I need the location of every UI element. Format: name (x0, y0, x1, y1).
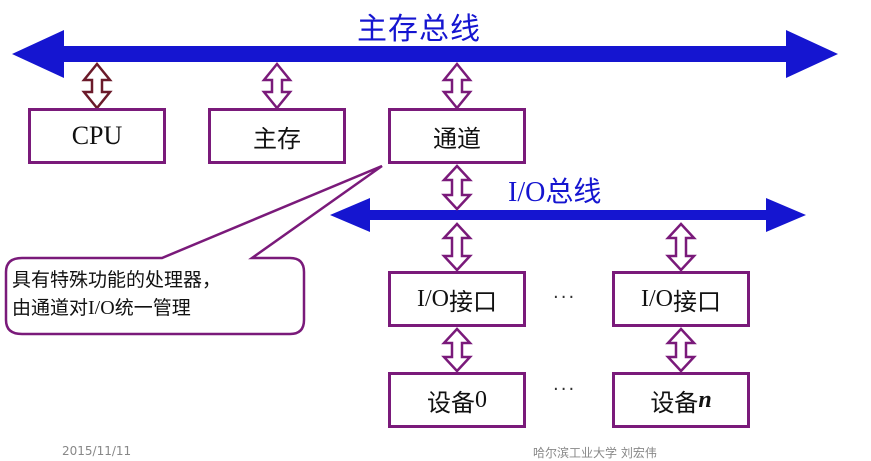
callout-bubble (4, 164, 383, 336)
footer-organization: 哈尔滨工业大学 刘宏伟 (533, 446, 657, 460)
callout-text: 具有特殊功能的处理器， 由通道对I/O统一管理 (12, 266, 297, 322)
callout-line-2-latin: I/O (88, 297, 115, 319)
channel-mainbus-connector (441, 62, 473, 110)
device-ellipsis: ··· (553, 379, 577, 400)
cpu-box: CPU (28, 108, 166, 164)
memory-bus-connector (261, 62, 293, 110)
callout-line-1: 具有特殊功能的处理器， (12, 269, 222, 291)
channel-iobus-connector (441, 164, 473, 211)
device-0-cjk: 设备 (427, 388, 475, 417)
device-n-cjk: 设备 (650, 388, 699, 417)
io-interface-1-latin: I/O (417, 285, 449, 312)
io-bus-arrow (330, 198, 806, 232)
channel-label: 通道 (433, 124, 481, 153)
main-memory-label: 主存 (253, 124, 301, 153)
io-bus-title-latin: I/O (508, 177, 546, 208)
io1-device0-connector (441, 327, 473, 373)
cpu-bus-connector (81, 62, 113, 110)
channel-box: 通道 (388, 108, 526, 164)
io-bus-title-cjk: 总线 (545, 175, 602, 208)
io-bus-title: I/O总线 (508, 170, 601, 210)
main-memory-box: 主存 (208, 108, 346, 164)
io-interface-1-cjk: 接口 (449, 287, 497, 316)
main-bus-arrow (12, 30, 838, 78)
callout-line-2-suffix: 统一管理 (114, 297, 191, 319)
device-n-index: n (698, 386, 712, 413)
io-interface-2-latin: I/O (641, 285, 673, 312)
device-0-index: 0 (475, 386, 487, 413)
callout-line-2: 由通道对I/O统一管理 (12, 294, 297, 322)
io-interface-2-cjk: 接口 (673, 287, 721, 316)
footer-date: 2015/11/11 (62, 444, 132, 458)
main-bus-title: 主存总线 (357, 12, 481, 47)
iobus-io1-connector (441, 222, 473, 272)
callout-line-2-prefix: 由通道对 (12, 297, 89, 319)
cpu-label: CPU (71, 121, 123, 150)
io-interface-ellipsis: ··· (553, 287, 577, 308)
iobus-io2-connector (665, 222, 697, 272)
io2-devicen-connector (665, 327, 697, 373)
